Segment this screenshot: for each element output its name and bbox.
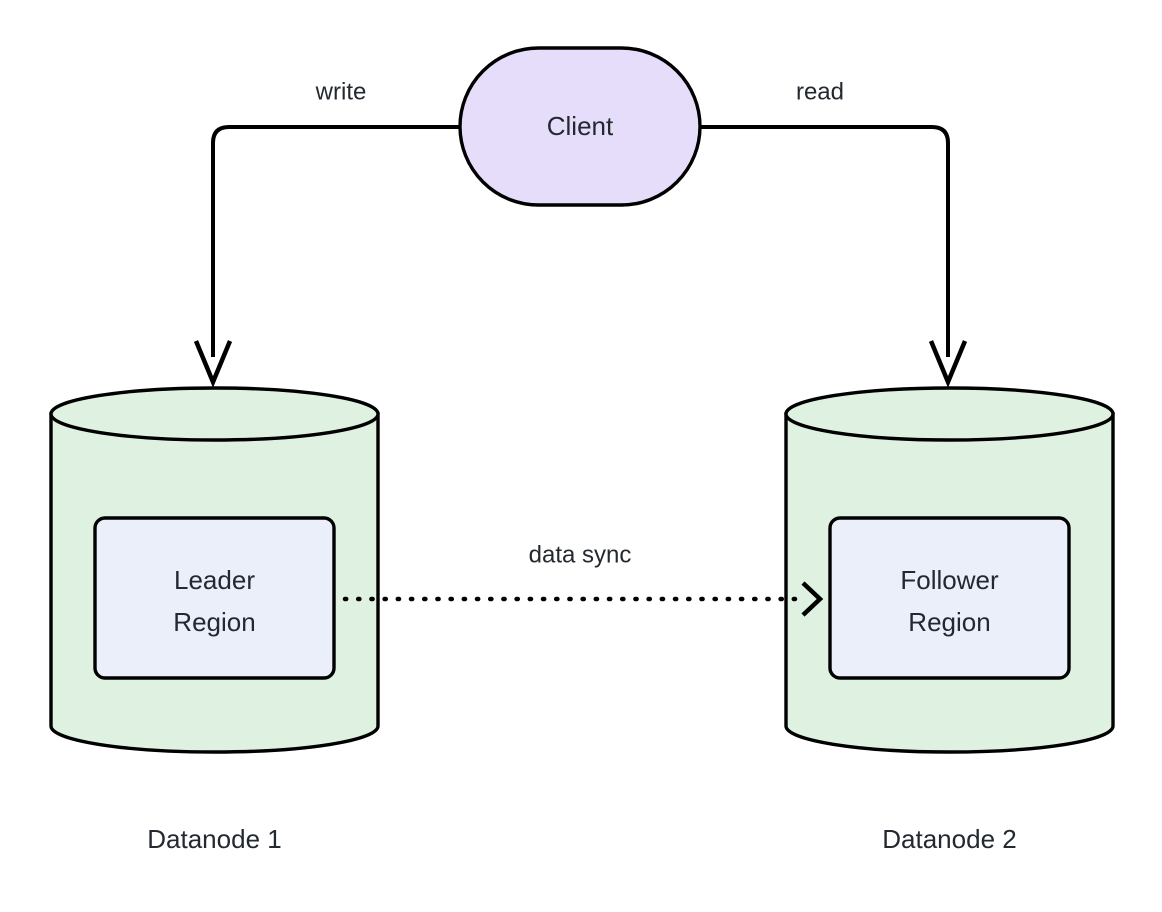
client-label: Client <box>547 111 614 141</box>
datanode-1-caption: Datanode 1 <box>147 824 281 854</box>
follower-region-box[interactable]: Follower Region <box>828 516 1071 680</box>
edge-write-arrowhead <box>193 340 233 388</box>
datanode-2-cylinder-top <box>784 386 1115 442</box>
leader-region-box[interactable]: Leader Region <box>93 516 336 680</box>
follower-region-rect[interactable] <box>828 516 1071 680</box>
follower-region-label-line2: Region <box>908 607 990 637</box>
datanode-1-cylinder-top <box>49 386 380 442</box>
edge-write-label: write <box>315 78 367 105</box>
node-datanode-2[interactable]: Follower Region Datanode 2 <box>784 386 1115 854</box>
leader-region-label-line2: Region <box>173 607 255 637</box>
leader-region-rect[interactable] <box>93 516 336 680</box>
edge-read: read <box>700 78 968 388</box>
edge-data-sync: data sync <box>342 541 824 617</box>
edge-write-path <box>211 125 460 357</box>
edge-write: write <box>193 78 460 388</box>
edge-data-sync-label: data sync <box>529 541 632 568</box>
edge-read-arrowhead <box>928 340 968 388</box>
edge-read-label: read <box>796 78 844 105</box>
follower-region-label-line1: Follower <box>900 565 999 595</box>
client-shape[interactable] <box>458 46 702 207</box>
edge-read-path <box>700 125 950 357</box>
node-datanode-1[interactable]: Leader Region Datanode 1 <box>49 386 380 854</box>
node-client[interactable]: Client <box>458 46 702 207</box>
leader-region-label-line1: Leader <box>174 565 255 595</box>
edge-data-sync-arrowhead <box>801 581 824 617</box>
datanode-2-caption: Datanode 2 <box>882 824 1016 854</box>
